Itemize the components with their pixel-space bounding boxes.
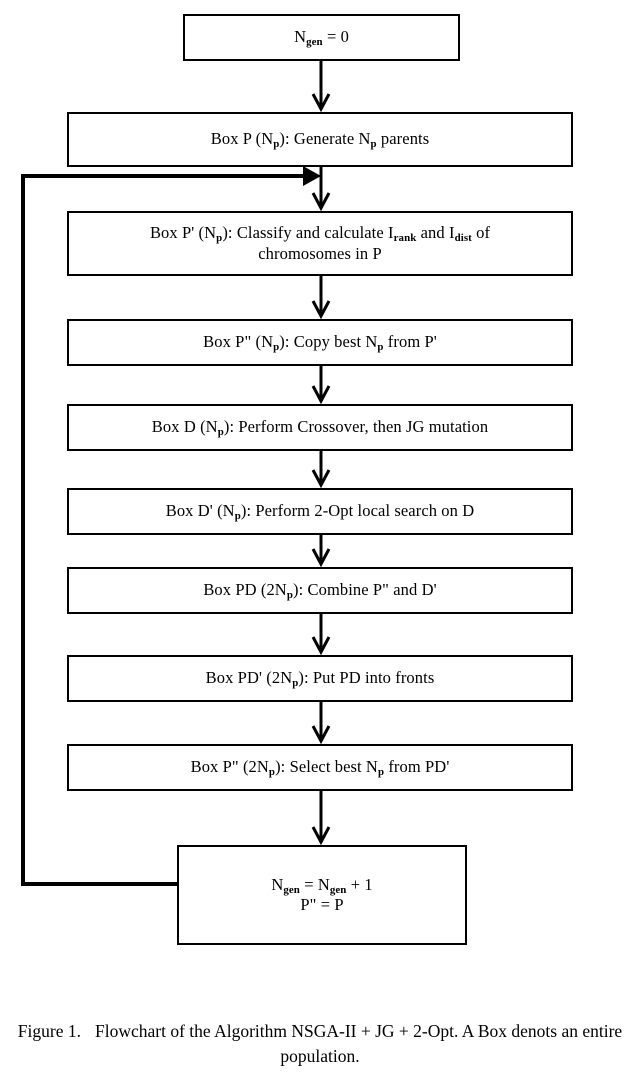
node-init: Ngen = 0 — [183, 14, 460, 61]
edge-P-to-Pprime — [311, 167, 331, 212]
node-box-p-dprime-select-label: Box P" (2Np): Select best Np from PD' — [190, 757, 450, 779]
edge-Pprime-to-Pdprime — [311, 276, 331, 320]
edge-init-to-P — [311, 61, 331, 113]
node-box-p-prime: Box P' (Np): Classify and calculate Iran… — [67, 211, 573, 276]
edge-select-to-increment — [311, 791, 331, 846]
edge-PD-to-PDprime — [311, 614, 331, 656]
node-box-d-prime: Box D' (Np): Perform 2-Opt local search … — [67, 488, 573, 535]
node-init-label: Ngen = 0 — [294, 27, 349, 49]
node-box-d-prime-label: Box D' (Np): Perform 2-Opt local search … — [165, 501, 475, 523]
node-box-p-prime-label: Box P' (Np): Classify and calculate Iran… — [149, 223, 491, 263]
figure-caption-label: Figure 1. — [17, 1021, 81, 1041]
edge-PDprime-to-select — [311, 702, 331, 745]
figure-caption: Figure 1. Flowchart of the Algorithm NSGA… — [8, 1019, 632, 1070]
node-box-p-dprime: Box P" (Np): Copy best Np from P' — [67, 319, 573, 366]
node-box-pd-label: Box PD (2Np): Combine P" and D' — [203, 580, 437, 602]
node-box-p-dprime-select: Box P" (2Np): Select best Np from PD' — [67, 744, 573, 791]
node-box-d: Box D (Np): Perform Crossover, then JG m… — [67, 404, 573, 451]
node-box-p-dprime-label: Box P" (Np): Copy best Np from P' — [203, 332, 437, 354]
edge-D-to-Dprime — [311, 451, 331, 489]
node-box-pd: Box PD (2Np): Combine P" and D' — [67, 567, 573, 614]
node-box-pd-prime: Box PD' (2Np): Put PD into fronts — [67, 655, 573, 702]
node-box-pd-prime-label: Box PD' (2Np): Put PD into fronts — [205, 668, 435, 690]
node-box-p: Box P (Np): Generate Np parents — [67, 112, 573, 167]
node-box-p-label: Box P (Np): Generate Np parents — [210, 129, 430, 151]
node-box-d-label: Box D (Np): Perform Crossover, then JG m… — [151, 417, 489, 439]
edge-Dprime-to-PD — [311, 535, 331, 568]
edge-Pdprime-to-D — [311, 366, 331, 405]
figure-caption-text: Flowchart of the Algorithm NSGA-II + JG … — [95, 1021, 623, 1067]
